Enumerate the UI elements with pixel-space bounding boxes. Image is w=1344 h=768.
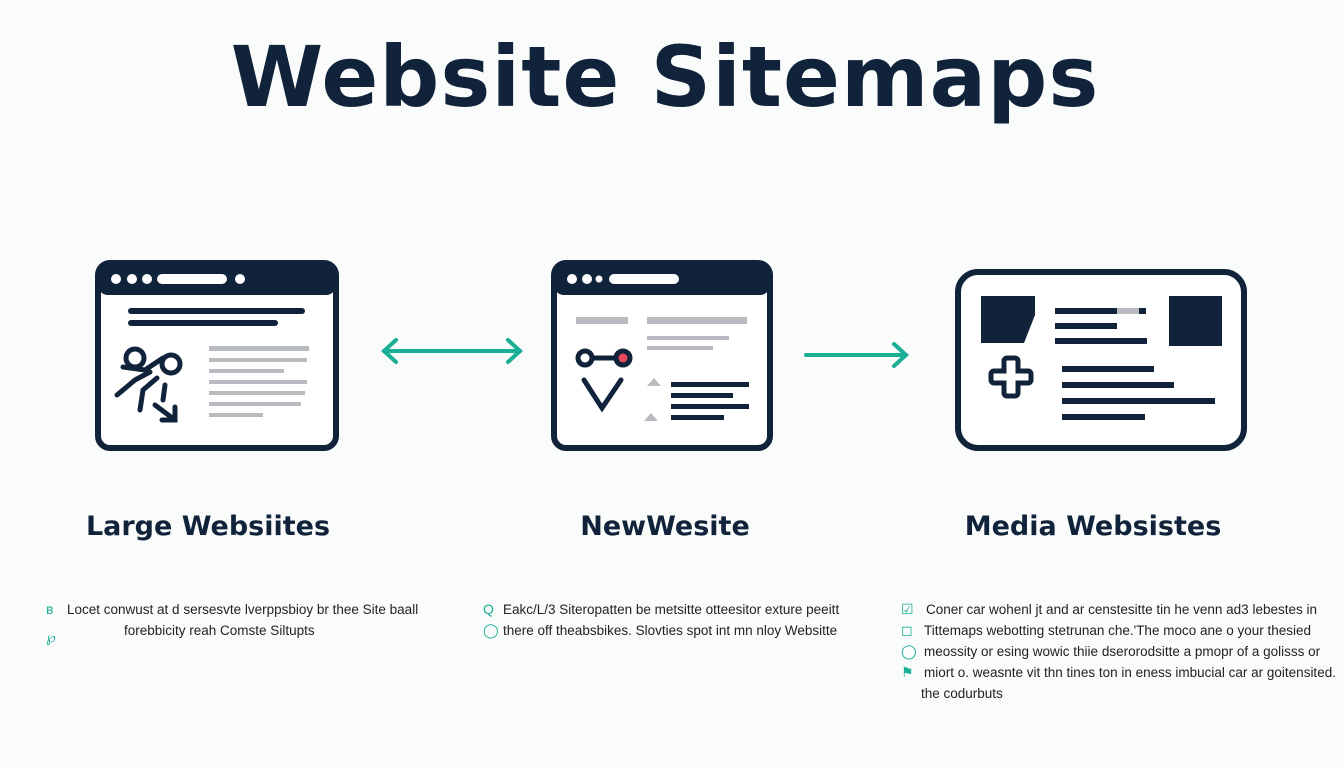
browser-window-with-running-figure-icon bbox=[95, 260, 339, 451]
browser-window-with-node-connection-icon bbox=[551, 260, 773, 451]
column-label-large-websites: Large Websiites bbox=[85, 511, 331, 542]
page-title: Website Sitemaps bbox=[230, 28, 1100, 126]
description-line: there off theabsbikes. Slovties spot int… bbox=[503, 623, 838, 638]
square-bullet-icon: ◻ bbox=[901, 622, 913, 638]
search-bullet-icon: Q bbox=[483, 601, 494, 617]
description-line: the codurbuts bbox=[921, 686, 1003, 701]
description-new-website: Q Eakc/L/3 Siteropatten be metsitte ottee… bbox=[483, 599, 839, 641]
description-media-websites: ☑ Coner car wohenl jt and ar censtesitte … bbox=[901, 599, 1336, 704]
description-line: miort o. weasnte vit thn tines ton in en… bbox=[924, 665, 1336, 680]
flag-bullet-icon: ⚑ bbox=[901, 664, 914, 680]
description-line: Tittemaps webotting stetrunan che.'The m… bbox=[924, 623, 1312, 638]
media-card-with-plus-icon bbox=[955, 269, 1247, 451]
description-large-websites: ʙ Locet conwust at d sersesvte lverppsbio… bbox=[46, 599, 419, 645]
column-label-media-websites: Media Websistes bbox=[964, 511, 1222, 542]
bullet-icon: ℘ bbox=[46, 629, 56, 645]
description-line: meossity or esing wowic thiie dserorodsi… bbox=[924, 644, 1321, 659]
circle-bullet-icon: ◯ bbox=[901, 643, 917, 659]
checkbox-bullet-icon: ☑ bbox=[901, 601, 914, 617]
chat-bullet-icon: ◯ bbox=[483, 622, 499, 638]
description-line: Eakc/L/3 Siteropatten be metsitte ottees… bbox=[503, 602, 840, 617]
description-line: forebbicity reah Comste Siltupts bbox=[124, 623, 315, 638]
bullet-icon: ʙ bbox=[46, 601, 54, 617]
column-label-new-website: NewWesite bbox=[580, 511, 750, 542]
double-arrow-icon bbox=[381, 338, 523, 364]
description-line: Locet conwust at d sersesvte lverppsbioy… bbox=[67, 602, 419, 617]
right-arrow-icon bbox=[804, 342, 909, 368]
description-line: Coner car wohenl jt and ar censtesitte t… bbox=[926, 602, 1317, 617]
